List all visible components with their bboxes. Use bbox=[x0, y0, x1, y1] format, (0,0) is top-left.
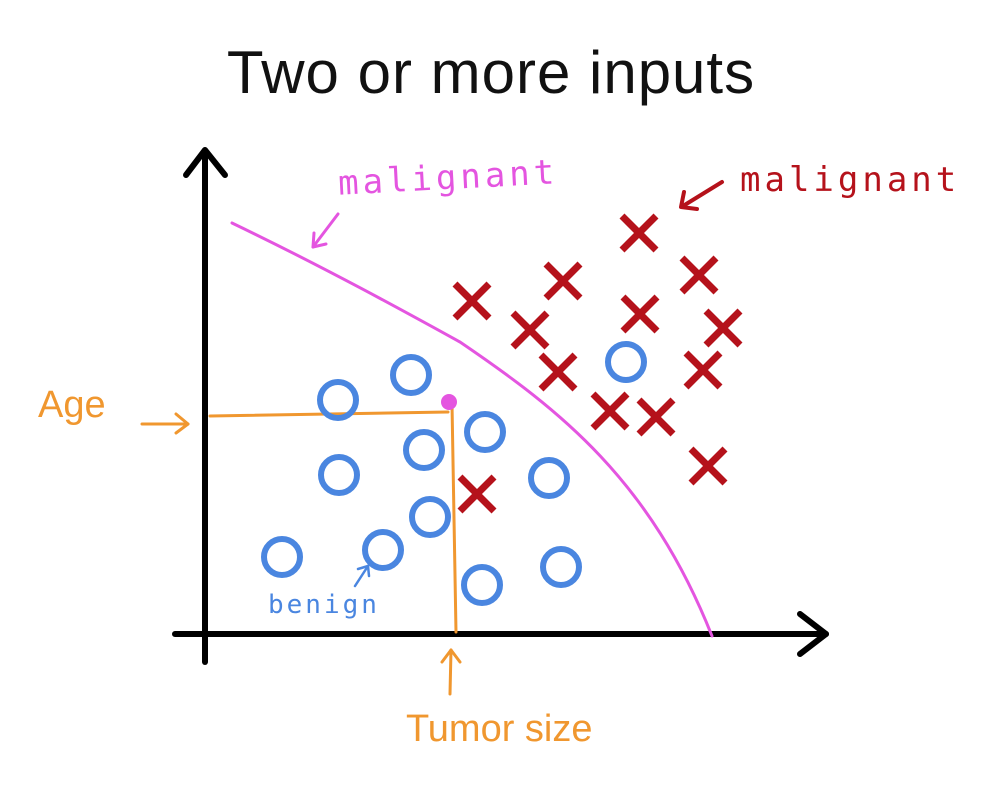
malignant-point bbox=[538, 352, 578, 392]
benign-class-label: benign bbox=[268, 590, 380, 620]
x-axis-arrowhead bbox=[797, 611, 829, 657]
boundary-label-arrow bbox=[311, 212, 340, 249]
benign-points bbox=[261, 341, 647, 606]
malignant-point bbox=[543, 261, 583, 301]
malignant-point bbox=[703, 308, 743, 348]
query-point bbox=[441, 394, 457, 410]
malignant-point bbox=[636, 397, 676, 437]
malignant-point bbox=[683, 350, 723, 390]
benign-label-arrow bbox=[353, 564, 371, 588]
malignant-point bbox=[619, 213, 659, 253]
decision-boundary bbox=[230, 221, 714, 638]
benign-point bbox=[528, 457, 570, 499]
cross-label-arrow bbox=[679, 180, 724, 211]
malignant-point bbox=[590, 391, 630, 431]
benign-point bbox=[318, 454, 360, 496]
benign-point bbox=[540, 546, 582, 588]
malignant-point bbox=[452, 281, 492, 321]
malignant-point bbox=[688, 446, 728, 486]
malignant-point bbox=[457, 474, 497, 514]
tumor-size-axis-label: Tumor size bbox=[406, 708, 593, 750]
axes bbox=[172, 147, 829, 665]
benign-point bbox=[403, 429, 445, 471]
tumor-guide-line bbox=[450, 402, 458, 634]
age-arrow-head bbox=[174, 412, 190, 435]
y-axis-arrowhead bbox=[183, 147, 228, 178]
benign-point bbox=[605, 341, 647, 383]
benign-point bbox=[461, 564, 503, 606]
tumor-arrow-head bbox=[440, 648, 462, 664]
benign-point bbox=[464, 411, 506, 453]
malignant-points bbox=[452, 213, 743, 514]
tumor-arrow-shaft bbox=[448, 648, 453, 696]
benign-point bbox=[390, 354, 432, 396]
slide-title: Two or more inputs bbox=[226, 39, 756, 106]
malignant-point bbox=[679, 255, 719, 295]
age-axis-label: Age bbox=[38, 384, 106, 426]
benign-point bbox=[317, 379, 359, 421]
malignant-point bbox=[620, 294, 660, 334]
malignant-class-label: malignant bbox=[740, 160, 961, 200]
benign-point bbox=[409, 496, 451, 538]
benign-point bbox=[362, 529, 404, 571]
malignant-point bbox=[510, 310, 550, 350]
benign-point bbox=[261, 536, 303, 578]
